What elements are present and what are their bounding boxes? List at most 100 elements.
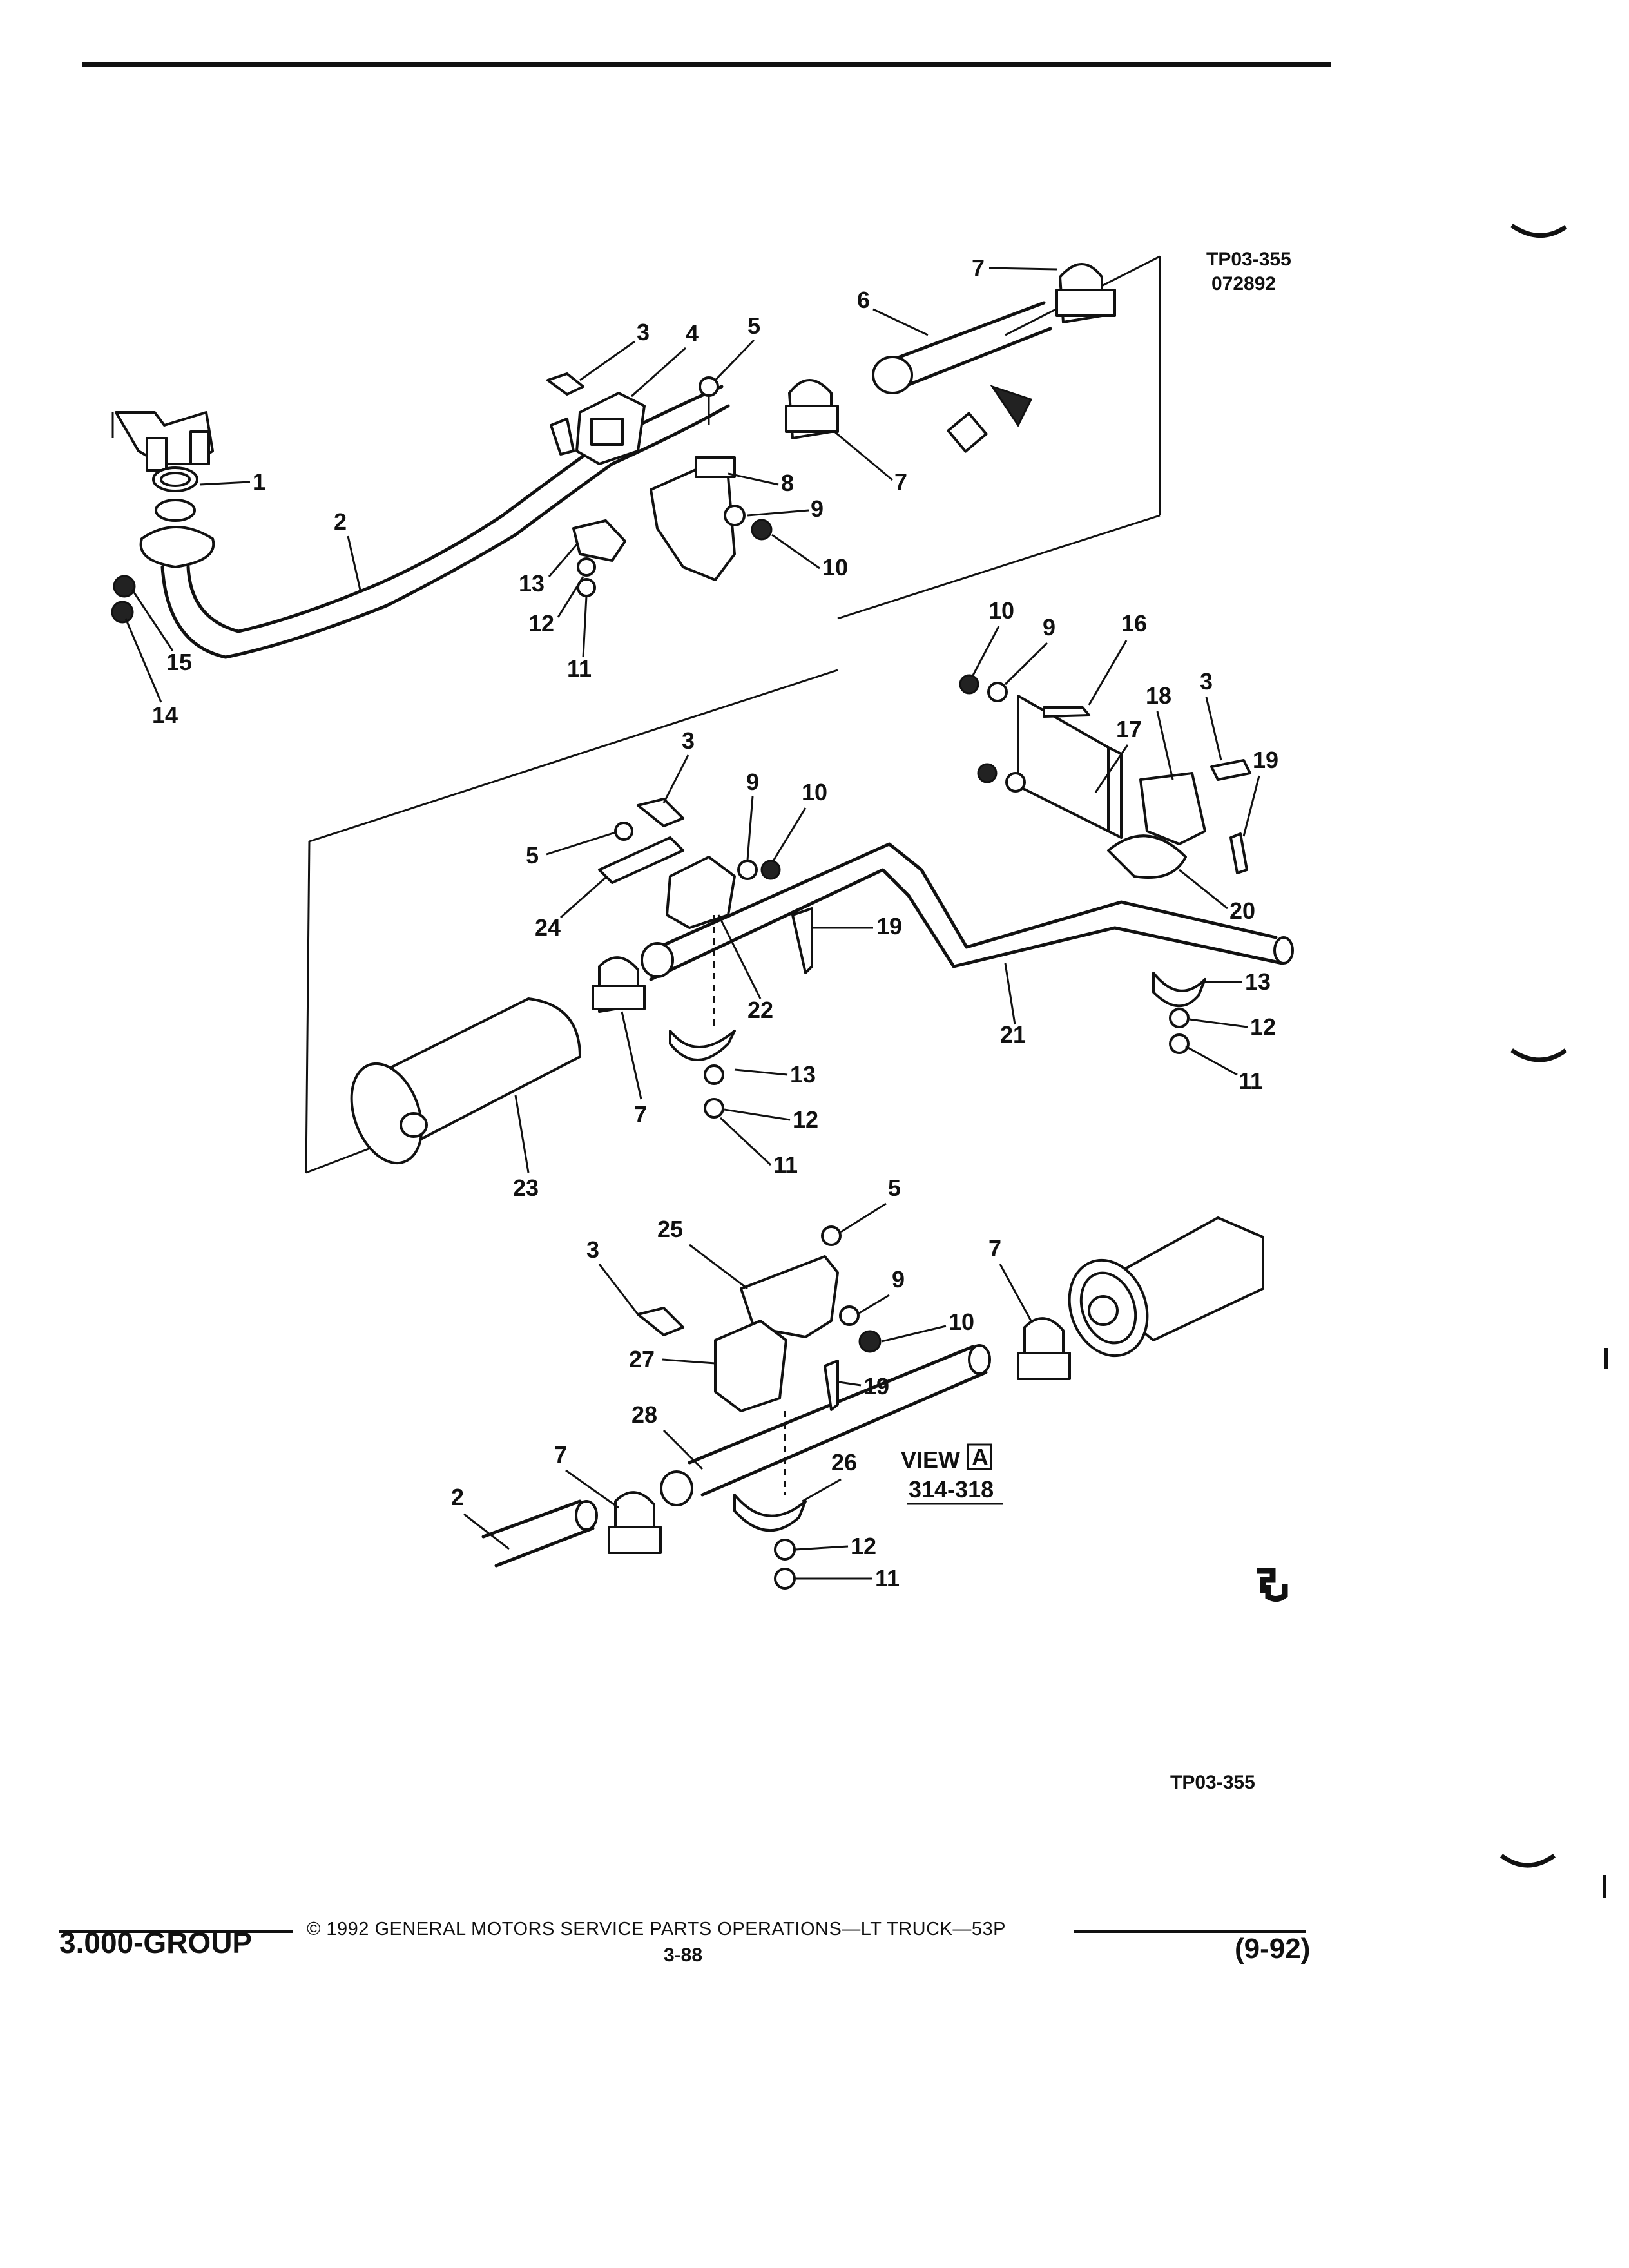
callout-8: 8 [781, 470, 794, 496]
callout-11-c: 11 [1239, 1068, 1263, 1094]
scan-mark [1510, 224, 1568, 238]
bolt [1043, 706, 1090, 718]
front-pipe [160, 404, 730, 659]
intermediate-pipe [887, 301, 1046, 363]
hanger-bracket [1139, 772, 1206, 845]
callout-9-b: 9 [1043, 614, 1055, 640]
insulator-clamp [733, 1494, 807, 1532]
view-ref: 314-318 [909, 1476, 994, 1503]
callout-21: 21 [1000, 1021, 1026, 1048]
callout-26: 26 [831, 1449, 857, 1475]
callout-22: 22 [747, 997, 773, 1023]
callout-15: 15 [166, 649, 192, 675]
callout-3-b: 3 [1200, 668, 1213, 695]
callout-12-c: 12 [1250, 1014, 1276, 1040]
pipe-end [872, 356, 913, 394]
callout-12-d: 12 [851, 1533, 876, 1559]
support-bracket [650, 463, 736, 581]
pipe-flange [139, 526, 215, 568]
callout-7: 7 [972, 255, 985, 281]
callout-10: 10 [822, 554, 848, 581]
callout-19-b: 19 [1253, 747, 1278, 773]
callout-2: 2 [334, 508, 347, 535]
footer-right-rule [1074, 1930, 1306, 1933]
footer-copyright: © 1992 GENERAL MOTORS SERVICE PARTS OPER… [307, 1919, 1006, 1939]
stud [614, 822, 633, 841]
callout-17: 17 [1116, 716, 1142, 742]
callout-10-b: 10 [988, 597, 1014, 624]
logo-mark [1257, 1568, 1288, 1602]
view-arrow [990, 385, 1033, 427]
callout-5: 5 [747, 312, 760, 339]
view-letter: A [972, 1444, 988, 1470]
callout-11-d: 11 [875, 1565, 900, 1591]
top-rule [82, 62, 1331, 67]
hanger-bracket [666, 856, 736, 929]
mount-bracket [598, 836, 684, 884]
callout-18: 18 [1146, 682, 1171, 709]
callout-12: 12 [528, 610, 554, 637]
footer-left-rule [59, 1930, 293, 1933]
bolt [637, 1307, 684, 1336]
callout-7-mid: 7 [894, 468, 907, 495]
callout-20: 20 [1229, 898, 1255, 924]
callout-5-c: 5 [888, 1175, 901, 1201]
callout-2-b: 2 [451, 1484, 464, 1510]
stud-nut [113, 575, 136, 598]
view-a-callouts: 5 25 3 9 10 7 27 19 28 7 26 2 12 11 VIEW… [451, 1175, 1032, 1591]
insulator-clamp [669, 1030, 736, 1061]
callout-13-c: 13 [1245, 968, 1271, 995]
callout-13: 13 [519, 570, 545, 597]
callout-16: 16 [1121, 610, 1147, 637]
callout-7-b: 7 [634, 1101, 647, 1128]
callout-1: 1 [253, 468, 265, 495]
callout-14: 14 [152, 702, 178, 728]
middle-assembly [305, 669, 1294, 1174]
date-code: 072892 [1211, 273, 1276, 294]
insulator-clamp [1152, 972, 1206, 1008]
callout-12-b: 12 [793, 1106, 818, 1133]
callout-24: 24 [535, 914, 561, 941]
bottom-figure-code: TP03-355 [1170, 1772, 1255, 1793]
bolt [637, 798, 684, 827]
callout-9-c: 9 [746, 769, 759, 795]
view-a-assembly [481, 1216, 1264, 1590]
tailpipe [642, 842, 1278, 956]
callout-13-b: 13 [790, 1061, 816, 1088]
callout-11: 11 [567, 655, 592, 682]
callout-3-c: 3 [682, 727, 695, 754]
scan-mark [1510, 1048, 1568, 1062]
footer-page-number: 3-88 [664, 1945, 703, 1966]
figure-code: TP03-355 [1206, 249, 1291, 270]
bolt [824, 1360, 839, 1411]
callout-28: 28 [631, 1401, 657, 1428]
bolt [791, 907, 813, 974]
callout-10-d: 10 [949, 1309, 974, 1335]
callout-9-d: 9 [892, 1266, 905, 1293]
callout-5-b: 5 [526, 842, 539, 869]
stud [821, 1225, 842, 1246]
bolt [546, 372, 584, 396]
front-pipe [481, 1499, 582, 1539]
callout-6: 6 [857, 287, 870, 313]
callout-7-d: 7 [554, 1441, 567, 1468]
callout-11-b: 11 [773, 1151, 798, 1178]
callout-27: 27 [629, 1346, 655, 1372]
callout-19-c: 19 [876, 913, 902, 939]
footer-group: 3.000-GROUP [59, 1926, 253, 1959]
callout-9: 9 [811, 495, 824, 522]
callout-3-d: 3 [586, 1236, 599, 1263]
callout-10-c: 10 [802, 779, 827, 805]
top-assembly [111, 255, 1161, 659]
top-callouts: 7 6 3 4 5 1 2 8 9 10 7 13 12 11 15 14 [124, 255, 1057, 728]
manifold-flange [111, 411, 214, 472]
callout-7-c: 7 [988, 1235, 1001, 1262]
callout-25: 25 [657, 1216, 683, 1242]
callout-3: 3 [637, 319, 650, 345]
footer-date: (9-92) [1235, 1933, 1311, 1965]
scan-mark [1499, 1854, 1556, 1868]
callout-19-d: 19 [863, 1373, 889, 1399]
view-letter-box [967, 1443, 992, 1470]
insulator-clamp [572, 519, 626, 562]
